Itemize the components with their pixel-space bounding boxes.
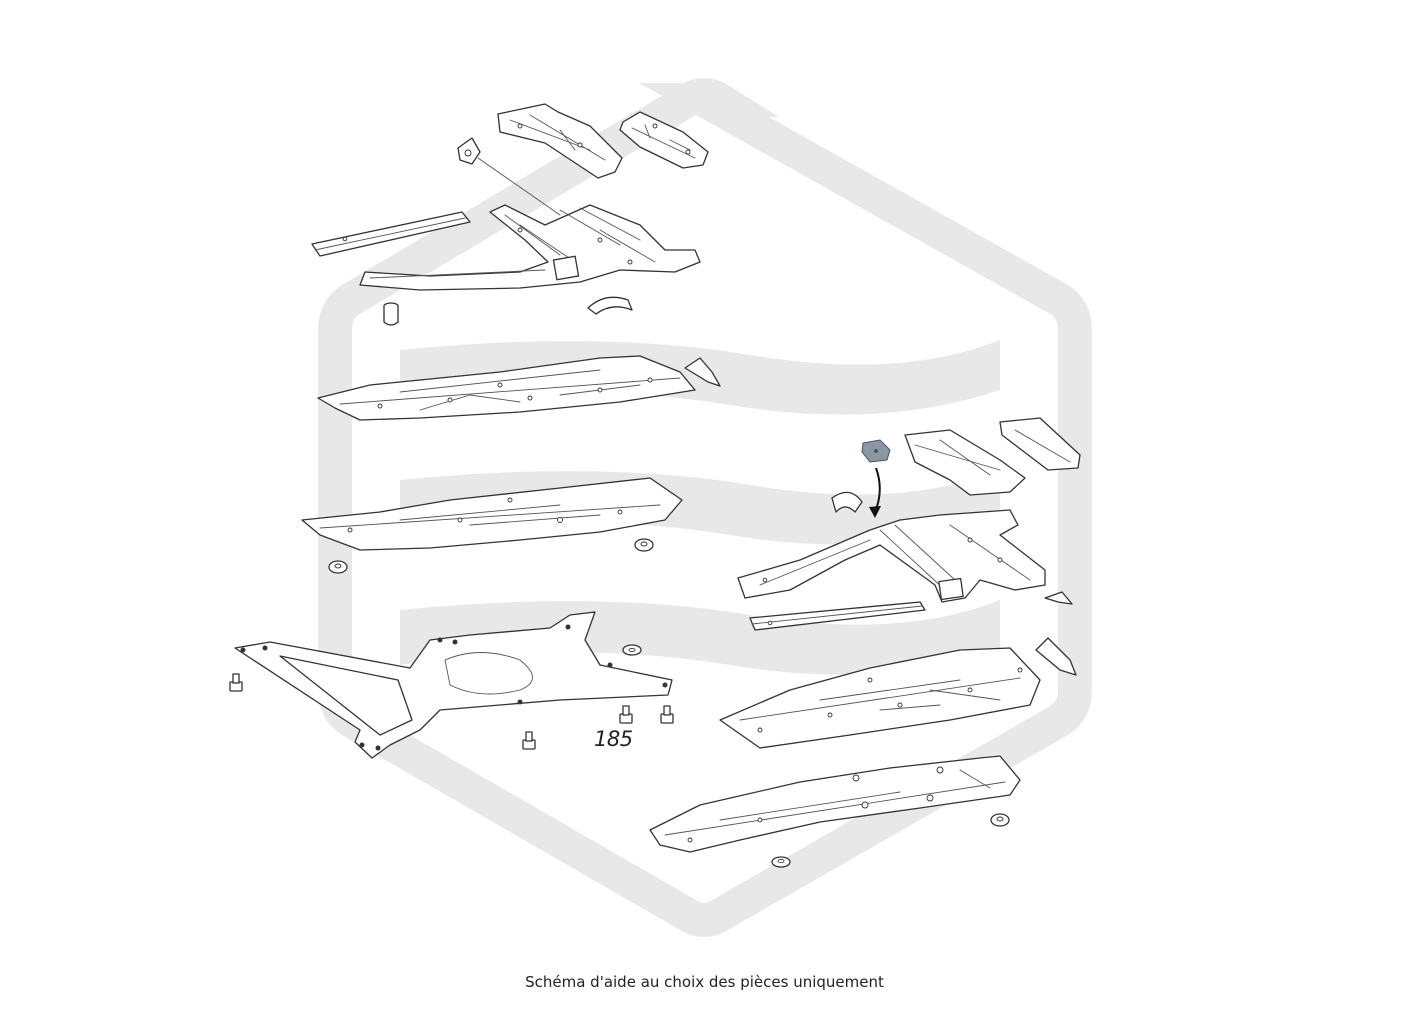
side-bracket-upper (684, 357, 721, 387)
right-subframe-assembly (737, 509, 1046, 603)
right-underbody-panel (719, 647, 1041, 749)
nut-washer-e (771, 856, 791, 868)
diagram-caption: Schéma d'aide au choix des pièces unique… (525, 973, 884, 991)
fitting-arrow (869, 467, 881, 518)
nut-washer-a (634, 538, 654, 552)
nut-washer-c (622, 644, 642, 656)
right-lower-underbody-panel (649, 755, 1021, 853)
part-number-label: 185 (594, 727, 633, 751)
bolt-c (619, 705, 633, 724)
right-tube-crossmember (749, 601, 926, 631)
bolt-d (660, 705, 674, 724)
right-small-clip (1044, 591, 1073, 605)
underbody-panel-middle (301, 477, 683, 551)
upper-cover-plate (619, 111, 709, 169)
nut-washer-d (990, 813, 1010, 827)
right-side-bracket (1035, 637, 1077, 676)
rear-subframe-assembly (359, 204, 701, 291)
nut-washer-b (328, 560, 348, 574)
tube-crossmember (311, 211, 471, 257)
right-upper-bracket (904, 429, 1026, 496)
highlighted-part-185 (861, 439, 891, 463)
bolt-b (522, 731, 536, 750)
underbody-panel-upper (317, 355, 696, 421)
bolt-a (229, 673, 243, 692)
bush-cylinder (383, 302, 399, 326)
right-heat-shield-clip (831, 491, 863, 513)
small-bracket-clip (457, 137, 561, 216)
upper-bracket-panel (497, 103, 623, 179)
right-upper-cover (999, 417, 1081, 471)
heat-shield-clip (587, 296, 633, 315)
reinforcement-brace-frame (234, 611, 673, 759)
